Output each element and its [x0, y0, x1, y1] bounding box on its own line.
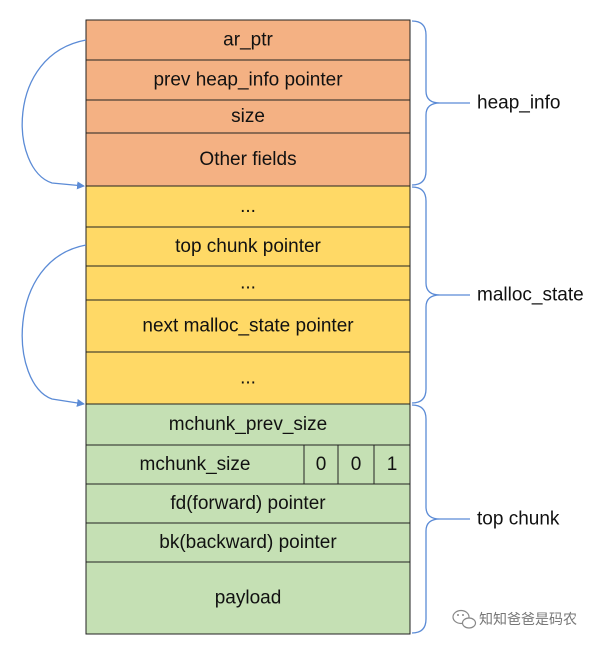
- heap-info-cell-label: prev heap_info pointer: [153, 70, 343, 91]
- heap-info-cell: [85, 99, 411, 134]
- malloc-state-cell: [85, 299, 411, 353]
- top-chunk-group-label: top chunk: [477, 509, 560, 530]
- pointer-arrows: [21, 39, 87, 407]
- heap-info-cell: [85, 59, 411, 101]
- malloc-state-brace: [411, 186, 441, 404]
- malloc-state-cell-label: ...: [240, 273, 256, 294]
- heap-info-pointer-arrow: [21, 39, 87, 190]
- heap-info-group-label: heap_info: [477, 93, 560, 114]
- wechat-icon: [452, 609, 477, 629]
- heap-info-cell-label: size: [231, 106, 265, 127]
- top-chunk-cell-label: bk(backward) pointer: [159, 532, 337, 553]
- flag-bit-cell: [303, 444, 339, 485]
- heap-info-brace: [411, 20, 441, 186]
- top-chunk-cell-label: mchunk_size: [140, 454, 251, 475]
- flag-bit-label: 1: [387, 454, 398, 475]
- flag-bit-label: 0: [351, 454, 362, 475]
- heap-info-cell: [85, 132, 411, 187]
- top-chunk-pointer-arrow: [21, 244, 87, 407]
- heap-info-cell-label: Other fields: [199, 149, 296, 170]
- flag-bit-label: 0: [316, 454, 327, 475]
- top-chunk-cell: [85, 483, 411, 524]
- malloc-state-cell-label: ...: [240, 368, 256, 389]
- malloc-state-cell: [85, 226, 411, 267]
- top-chunk-cell-label: fd(forward) pointer: [170, 493, 326, 514]
- top-chunk-cell: [85, 561, 411, 635]
- malloc-state-cell: [85, 185, 411, 228]
- top-chunk-cell-label: mchunk_prev_size: [169, 414, 327, 435]
- malloc-state-cell-label: ...: [240, 196, 256, 217]
- flag-bit-cell: [373, 444, 411, 485]
- heap-info-cell-label: ar_ptr: [223, 30, 273, 51]
- watermark: 知知爸爸是码农: [452, 609, 577, 629]
- top-chunk-brace: [411, 404, 441, 634]
- malloc-state-group-label: malloc_state: [477, 285, 584, 306]
- watermark-text: 知知爸爸是码农: [479, 611, 577, 628]
- top-chunk-cell: [85, 403, 411, 446]
- malloc-state-cell-label: next malloc_state pointer: [142, 316, 354, 337]
- heap-info-cell: [85, 19, 411, 61]
- top-chunk-cell: [85, 522, 411, 563]
- malloc-state-cell-label: top chunk pointer: [175, 236, 321, 257]
- top-chunk-cell-label: payload: [215, 588, 282, 609]
